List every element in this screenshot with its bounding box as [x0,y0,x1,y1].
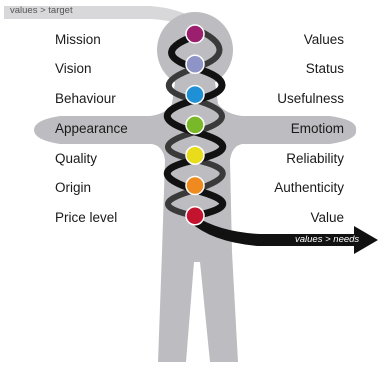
left-label-behaviour: Behaviour [55,91,116,106]
bottom-arrow-label: values > needs [295,234,360,245]
left-label-mission: Mission [55,32,101,47]
chakra-dot-price-level-value [185,206,205,226]
chakra-dot-origin-authenticity [185,175,205,196]
left-label-appearance: Appearance [55,121,128,136]
right-label-usefulness: Usefulness [277,91,344,106]
left-label-price-level: Price level [55,210,118,225]
right-label-value: Value [310,210,344,225]
head [157,12,233,88]
left-label-vision: Vision [55,61,92,76]
chakra-dot-quality-reliability [185,145,205,165]
right-label-values: Values [303,32,344,47]
bottom-arrow-shaft [190,216,356,246]
right-label-emotiom: Emotiom [290,121,344,136]
right-label-status: Status [305,61,344,76]
chakra-dot-behaviour-usefulness [185,84,205,105]
chakra-dot-mission-values [185,24,205,44]
bottom-arrow-head [354,226,378,254]
chakra-dot-vision-status [185,54,205,75]
chakra-dot-appearance-emotiom [185,115,205,135]
left-label-origin: Origin [55,180,92,195]
right-label-authenticity: Authenticity [274,180,344,195]
left-label-quality: Quality [55,151,98,166]
top-arrow-label: values > target [10,5,73,16]
right-label-reliability: Reliability [286,151,344,166]
top-arrow-shaft [4,6,203,30]
